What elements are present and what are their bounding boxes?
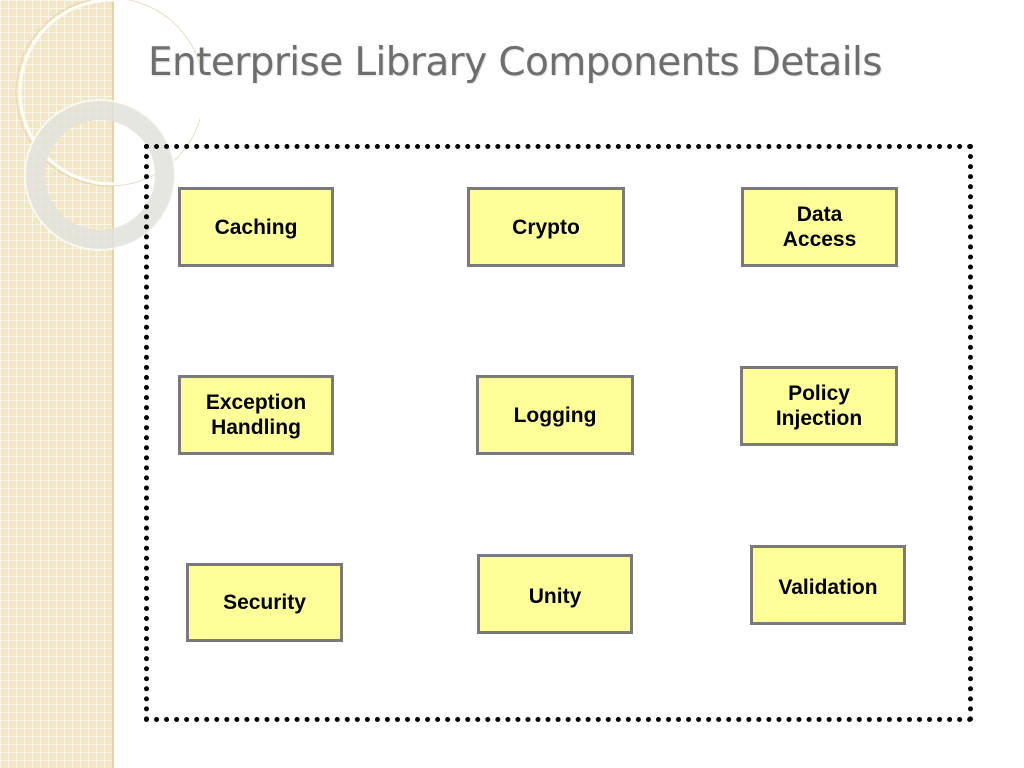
component-data-access: Data Access: [741, 187, 898, 267]
slide-title: Enterprise Library Components Details: [148, 40, 883, 85]
side-band-edge: [112, 0, 114, 768]
component-policy-injection: Policy Injection: [740, 366, 898, 446]
component-validation: Validation: [750, 545, 906, 625]
components-frame: [144, 144, 973, 722]
component-exception-handling: Exception Handling: [178, 375, 334, 455]
component-unity: Unity: [477, 554, 633, 634]
component-logging: Logging: [476, 375, 634, 455]
component-security: Security: [186, 563, 343, 642]
component-crypto: Crypto: [467, 187, 625, 267]
decorative-side-band: [0, 0, 112, 768]
component-caching: Caching: [178, 187, 334, 267]
